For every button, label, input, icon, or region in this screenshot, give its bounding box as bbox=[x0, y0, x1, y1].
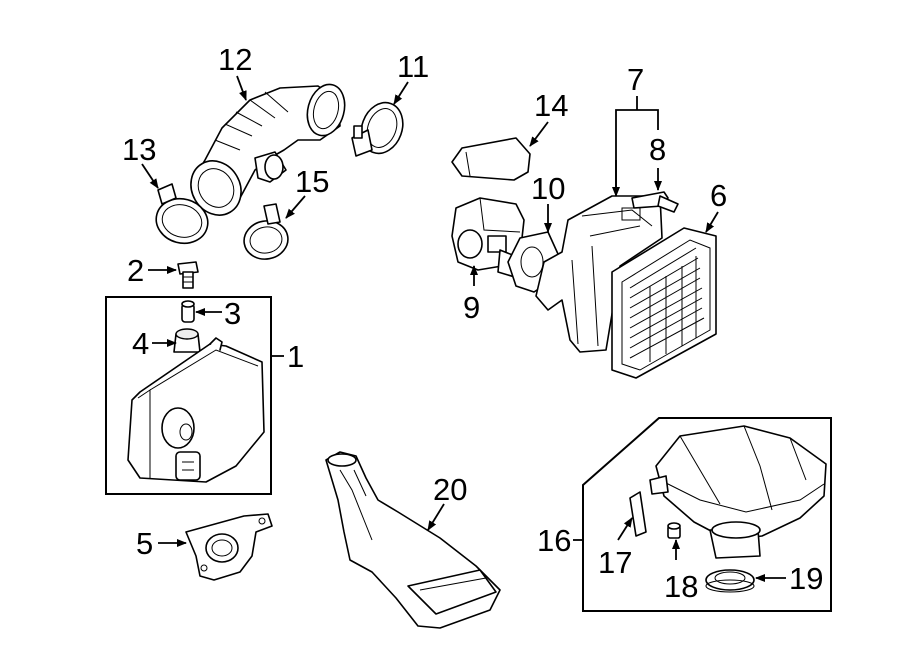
callout-11: 11 bbox=[397, 49, 429, 84]
callout-19: 19 bbox=[789, 561, 823, 596]
callout-14: 14 bbox=[534, 88, 568, 123]
callout-labels: 12 11 13 15 2 3 4 1 5 20 14 7 8 6 10 9 1… bbox=[122, 42, 823, 604]
callout-15: 15 bbox=[295, 164, 329, 199]
part-1-frame bbox=[105, 296, 272, 495]
callout-20: 20 bbox=[433, 472, 467, 507]
callout-1: 1 bbox=[287, 339, 304, 374]
callout-10: 10 bbox=[531, 171, 565, 206]
intake-hose-part-12[interactable] bbox=[181, 80, 350, 224]
leader-lines bbox=[141, 75, 786, 582]
callout-5: 5 bbox=[136, 526, 153, 561]
callout-8: 8 bbox=[649, 132, 666, 167]
hose-clamp-part-15[interactable] bbox=[241, 203, 291, 263]
bracket-part-5[interactable] bbox=[185, 513, 273, 581]
hose-clamp-part-11[interactable] bbox=[351, 97, 410, 160]
air-cleaner-assembly-part-16[interactable] bbox=[649, 425, 827, 559]
callout-16: 16 bbox=[537, 523, 571, 558]
callout-12: 12 bbox=[218, 42, 252, 77]
callout-2: 2 bbox=[127, 253, 144, 288]
callout-7: 7 bbox=[627, 62, 644, 97]
part-16-frame bbox=[582, 417, 832, 612]
callout-9: 9 bbox=[463, 290, 480, 325]
air-duct-part-20[interactable] bbox=[325, 451, 501, 629]
bolt-part-2[interactable] bbox=[177, 261, 199, 289]
callout-6: 6 bbox=[710, 178, 727, 213]
resonator-part-1[interactable] bbox=[127, 337, 265, 483]
callout-4: 4 bbox=[132, 326, 149, 361]
air-filter-part-6[interactable] bbox=[611, 227, 717, 379]
cover-part-14[interactable] bbox=[451, 137, 531, 181]
hose-clamp-part-13[interactable] bbox=[151, 183, 213, 249]
callout-18: 18 bbox=[664, 569, 698, 604]
grommet-part-18[interactable] bbox=[667, 522, 681, 539]
callout-17: 17 bbox=[598, 545, 632, 580]
callout-13: 13 bbox=[122, 132, 156, 167]
clip-part-17[interactable] bbox=[629, 491, 647, 537]
grommet-part-4[interactable] bbox=[173, 328, 201, 353]
seal-ring-part-19[interactable] bbox=[705, 569, 755, 593]
clip-part-8[interactable] bbox=[631, 191, 679, 213]
cap-part-3[interactable] bbox=[181, 300, 195, 323]
callout-3: 3 bbox=[224, 296, 241, 331]
